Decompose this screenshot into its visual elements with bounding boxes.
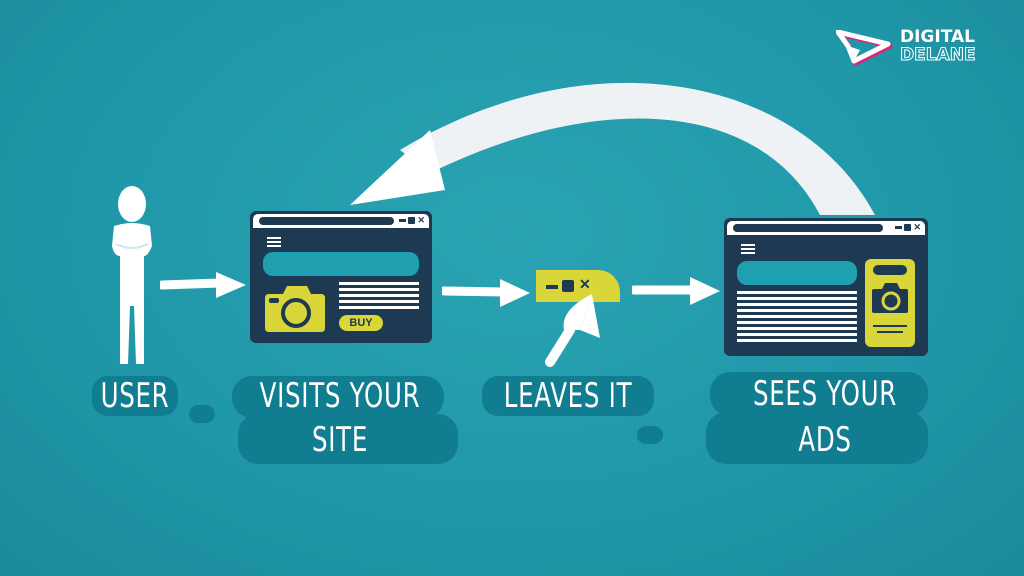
step-label-leaves: Leaves it (503, 376, 633, 416)
buy-button[interactable]: BUY (339, 315, 383, 331)
cursor-icon (545, 294, 600, 367)
step-label-sees-line1: Sees Your (752, 374, 898, 414)
play-triangle-logo-icon (836, 30, 893, 66)
menu-icon (267, 237, 281, 249)
return-arrow-icon (350, 82, 875, 215)
label-bg-visits (232, 376, 444, 418)
step-label-user: User (100, 376, 170, 416)
camera-icon (872, 283, 908, 313)
arrow-right-icon (632, 277, 720, 305)
label-bg-visits-2 (238, 414, 458, 464)
ad-banner (865, 259, 915, 347)
brand-name-top: DIGITAL (900, 27, 975, 47)
label-bg-leaves (482, 376, 654, 416)
brand-name-bottom: DELANE (900, 45, 977, 65)
camera-icon (265, 286, 325, 332)
website-with-ad-icon: ✕ (724, 218, 928, 356)
step-label-visits-line1: Visits Your (259, 376, 421, 416)
brand-logo: DIGITAL DELANE (836, 28, 996, 68)
label-bg-user (92, 376, 178, 416)
decor-dot (189, 405, 215, 423)
step-label-visits-line2: Site (311, 420, 369, 460)
decor-dot (637, 426, 663, 444)
arrow-right-icon (160, 272, 246, 298)
step-label-sees-line2: Ads (798, 420, 852, 460)
close-window-cursor-icon: ✕ (536, 270, 622, 304)
label-bg-sees-2 (706, 412, 928, 464)
person-icon (112, 186, 152, 364)
arrow-right-icon (442, 279, 530, 307)
website-window-icon: ✕ BUY (250, 211, 432, 343)
label-bg-sees (710, 372, 928, 416)
menu-icon (741, 244, 755, 256)
